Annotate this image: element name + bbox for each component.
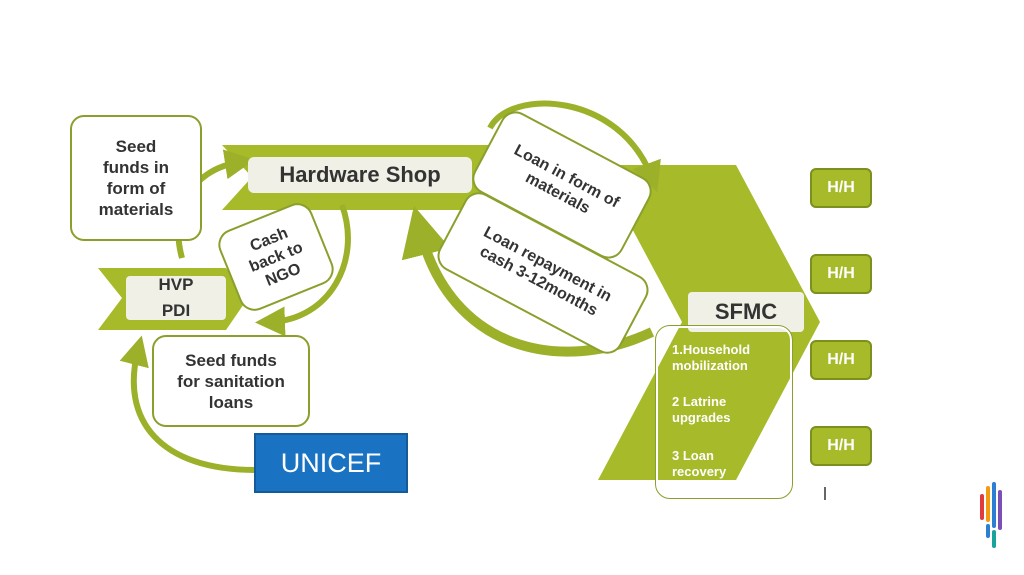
household-box-4: H/H bbox=[810, 426, 872, 466]
arrow-shop-to-hvp bbox=[255, 203, 351, 337]
seed-sanitation-box: Seed funds for sanitation loans bbox=[152, 335, 310, 427]
sfmc-item-recovery: 3 Loan recovery bbox=[672, 448, 727, 479]
unicef-box: UNICEF bbox=[254, 433, 408, 493]
household-box-1: H/H bbox=[810, 168, 872, 208]
sfmc-label: SFMC bbox=[688, 292, 804, 332]
household-box-2: H/H bbox=[810, 254, 872, 294]
sfmc-item-latrine: 2 Latrine upgrades bbox=[672, 394, 731, 425]
seed-materials-box: Seed funds in form of materials bbox=[70, 115, 202, 241]
arrow-shop-to-sfmc bbox=[487, 100, 661, 193]
household-box-3: H/H bbox=[810, 340, 872, 380]
sfmc-activities-box bbox=[655, 325, 793, 499]
hardware-shop-label: Hardware Shop bbox=[248, 157, 472, 193]
sfmc-item-household: 1.Household mobilization bbox=[672, 342, 751, 373]
logo-icon bbox=[980, 482, 1002, 548]
arrow-unicef-to-seed bbox=[119, 335, 256, 473]
cash-back-text: Cash back to NGO bbox=[246, 224, 306, 290]
hvp-pdi-label: HVP PDI bbox=[126, 275, 226, 320]
